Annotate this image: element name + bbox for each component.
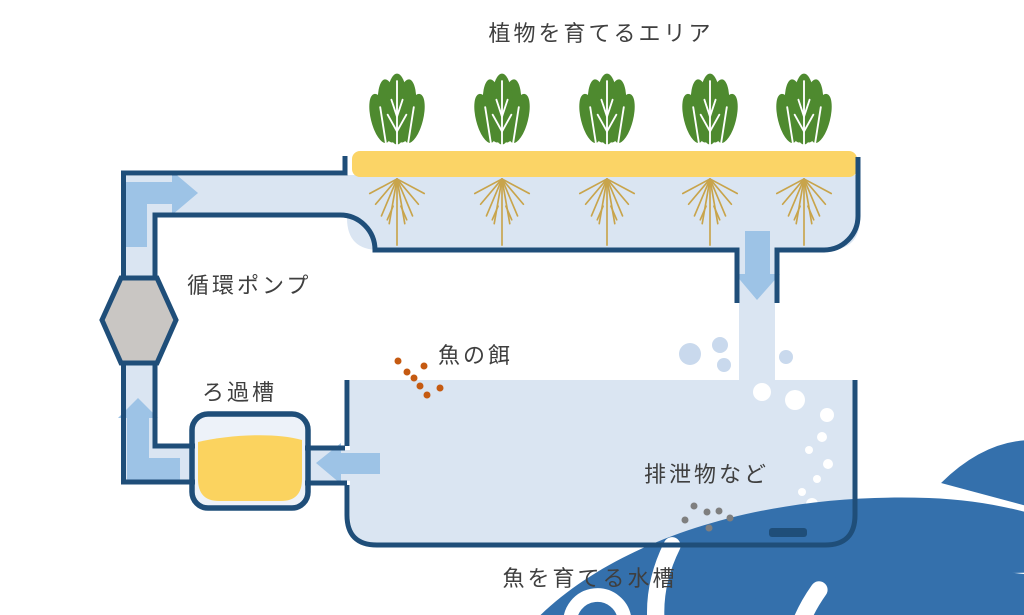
grow-bed-raft [352, 151, 857, 177]
fish-tank-title: 魚を育てる水槽 [502, 566, 678, 591]
arrow-tank-to-filter [316, 443, 380, 484]
fish-food-label: 魚の餌 [438, 343, 514, 368]
outline-pump-outlet-outer [121, 363, 195, 485]
outline-inflow-outer [121, 156, 348, 278]
waste-label: 排泄物など [644, 462, 770, 487]
plant [369, 72, 425, 150]
flow-arrows [118, 171, 780, 484]
filter-media [198, 435, 302, 501]
pump-icon [99, 275, 179, 366]
outline-bed-bottom-right-and-wall [774, 157, 861, 303]
plant [579, 72, 635, 150]
plants-group [369, 72, 832, 150]
outline-tank-body [344, 380, 858, 548]
arrow-bed-to-tank [735, 231, 780, 300]
plant [682, 72, 738, 150]
filter-label: ろ過槽 [202, 380, 278, 405]
plant [776, 72, 832, 150]
arrow-filter-to-pump [118, 398, 180, 480]
splash-droplets [679, 337, 793, 372]
filter-tank [189, 411, 311, 511]
fish-tank-water [350, 380, 855, 545]
plant-area-title: 植物を育てるエリア [488, 21, 714, 46]
air-stone [769, 528, 807, 537]
pump-label: 循環ポンプ [187, 273, 312, 298]
arrow-pump-to-bed [125, 171, 198, 247]
plant [474, 72, 530, 150]
pipe-outlines [121, 156, 861, 548]
outline-inflow-inner-and-bed-bottom-left [152, 212, 740, 303]
waste-particles [681, 502, 734, 532]
outline-pump-outlet-inner [152, 363, 195, 449]
fish-food-pellets [394, 357, 444, 399]
